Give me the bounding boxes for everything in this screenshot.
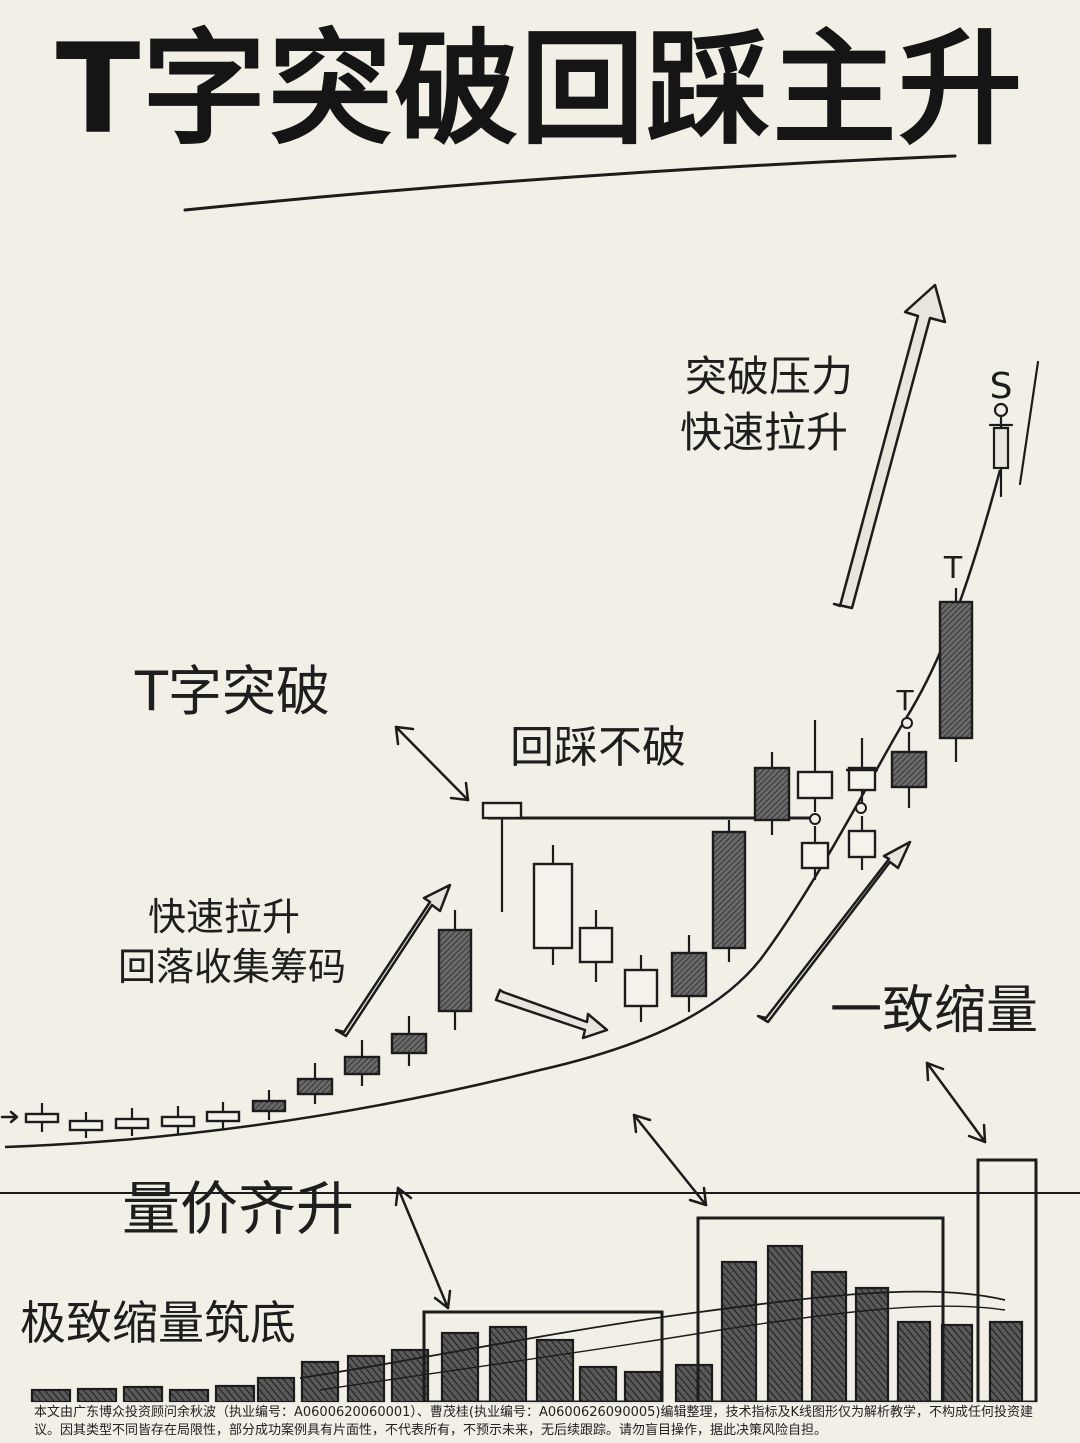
volume-bar	[988, 1320, 1024, 1404]
candle-body	[670, 951, 708, 998]
candlestick	[938, 588, 974, 762]
t-marker-dot-1	[901, 717, 913, 729]
wick-dot-1	[855, 802, 867, 814]
candle-body	[343, 1055, 381, 1076]
label-volume-price-rise: 量价齐升	[122, 1175, 355, 1243]
t-marker-1: T	[895, 684, 914, 717]
candle-body	[711, 830, 747, 950]
candlestick	[800, 826, 830, 880]
candlestick	[890, 732, 928, 808]
double-arrow-volume-low	[394, 1186, 452, 1310]
pullback-arrow	[494, 988, 609, 1040]
candlestick	[623, 955, 659, 1022]
volume-bar	[940, 1323, 974, 1404]
double-arrow-shrink	[925, 1061, 987, 1144]
label-pullback-hold: 回踩不破	[510, 722, 686, 773]
volume-wave-2	[319, 1305, 1006, 1391]
volume-bar	[720, 1260, 758, 1404]
candlestick	[68, 1112, 104, 1138]
candlestick	[205, 1102, 241, 1130]
candle-body	[890, 750, 928, 789]
candlestick	[670, 935, 708, 1012]
pressure-line-end-dot	[809, 813, 821, 825]
candle-body	[251, 1099, 287, 1113]
candle-body	[437, 928, 473, 1013]
candle-body	[114, 1117, 150, 1130]
candlestick	[296, 1063, 334, 1104]
double-arrow-volume-mid	[632, 1113, 708, 1207]
candle-body	[205, 1110, 241, 1123]
label-extreme-shrink-bottom: 极致缩量筑底	[20, 1296, 296, 1350]
t-marker-2: T	[943, 551, 963, 586]
label-break-pressure-1: 突破压力	[685, 352, 854, 401]
candle-body	[938, 600, 974, 740]
volume-bar	[256, 1376, 296, 1404]
volume-bar	[810, 1270, 848, 1404]
candle-body	[68, 1119, 104, 1132]
candlestick	[711, 820, 747, 962]
candlestick	[753, 752, 791, 835]
candle-body	[796, 770, 834, 800]
moving-average-curve	[4, 469, 1002, 1149]
volume-bar	[76, 1387, 118, 1404]
candlestick-group	[24, 588, 974, 1138]
candle-body	[481, 801, 523, 820]
big-rise-arrow	[832, 283, 947, 610]
candle-body	[847, 766, 877, 792]
diagram-title: T字突破回踩主升	[55, 18, 1025, 162]
volume-wave-1	[299, 1290, 1006, 1379]
arrow-group	[0, 283, 987, 1310]
candle-body	[532, 862, 574, 950]
volume-bar	[30, 1388, 72, 1404]
left-edge-arrow	[0, 1110, 19, 1124]
candle-body	[160, 1115, 196, 1128]
volume-bar	[214, 1384, 256, 1404]
volume-bar	[854, 1286, 890, 1404]
candlestick	[847, 738, 877, 805]
candlestick	[114, 1108, 150, 1136]
candle-body	[578, 926, 614, 964]
candlestick	[343, 1040, 381, 1086]
volume-bar	[122, 1385, 164, 1404]
candle-body	[623, 968, 659, 1008]
volume-bar	[674, 1363, 714, 1404]
candle-body	[800, 841, 830, 870]
volume-bar	[623, 1370, 663, 1404]
candlestick	[160, 1106, 196, 1134]
candle-body	[296, 1077, 334, 1096]
candle-body	[847, 829, 877, 859]
rise-arrow-left	[334, 883, 452, 1038]
label-fast-rise-collect-1: 快速拉升	[148, 895, 301, 939]
label-break-pressure-2: 快速拉升	[680, 408, 849, 457]
candlestick	[437, 910, 473, 1030]
candlestick	[390, 1016, 428, 1066]
label-fast-rise-collect-2: 回落收集筹码	[118, 945, 347, 989]
candlestick	[796, 720, 834, 812]
double-arrow-t-breakout	[394, 725, 470, 802]
label-t-breakout: T字突破	[135, 660, 330, 723]
candlestick	[532, 845, 574, 965]
candlestick	[847, 816, 877, 870]
volume-bar	[896, 1320, 932, 1404]
volume-bar	[578, 1365, 618, 1404]
disclaimer-text: 本文由广东博众投资顾问余秋波（执业编号：A0600620060001）、曹茂桂(…	[30, 1402, 1054, 1442]
candle-body	[390, 1032, 428, 1055]
candlestick	[481, 801, 523, 912]
candlestick	[578, 910, 614, 982]
candlestick	[24, 1103, 60, 1132]
title-underline	[183, 154, 957, 212]
label-consistent-shrink: 一致缩量	[830, 981, 1039, 1041]
volume-bar	[346, 1354, 386, 1404]
s-marker: S	[990, 366, 1013, 407]
candlestick	[251, 1090, 287, 1120]
volume-bar	[300, 1360, 340, 1404]
stick-figure	[988, 360, 1040, 498]
volume-bar	[168, 1388, 210, 1404]
volume-bar	[766, 1244, 804, 1404]
volume-bar	[535, 1338, 575, 1404]
candle-body	[753, 766, 791, 822]
rise-arrow-right	[756, 840, 912, 1024]
candle-body	[24, 1112, 60, 1124]
